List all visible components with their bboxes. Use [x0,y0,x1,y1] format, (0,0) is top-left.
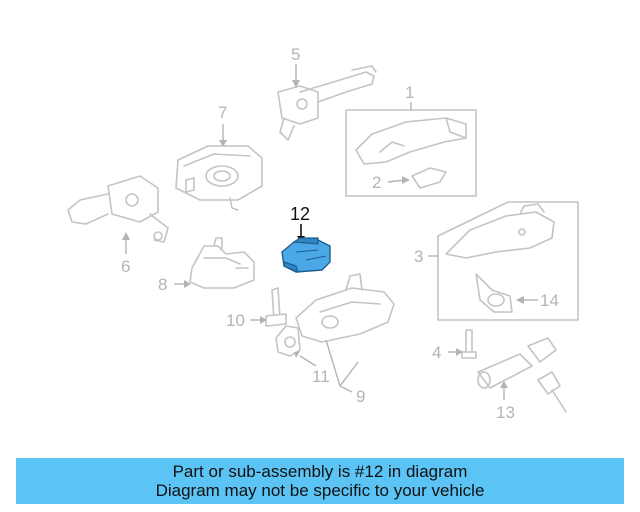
callout-2: 2 [372,173,381,192]
callout-13: 13 [496,403,515,422]
callout-6: 6 [121,257,130,276]
part-10-drawing [265,287,287,327]
part-6-drawing [67,175,169,243]
banner-line-1: Part or sub-assembly is #12 in diagram [172,462,468,481]
callout-10: 10 [226,311,245,330]
part-11-drawing [275,325,301,357]
part-14-drawing [475,273,513,313]
callout-8: 8 [158,275,167,294]
callout-7: 7 [218,103,227,122]
part-5-drawing [277,65,377,141]
part-3-box [437,201,579,321]
callout-4: 4 [432,343,441,362]
part-12-highlighted[interactable] [281,237,331,274]
callout-5: 5 [291,45,300,64]
parts-diagram: 5 7 6 1 2 3 [67,45,579,422]
banner-line-2: Diagram may not be specific to your vehi… [155,481,485,500]
part-9-drawing [295,273,395,343]
callout-12: 12 [290,204,310,224]
part-1-box [345,109,477,197]
part-2-drawing [411,167,447,189]
part-4-drawing [461,329,477,359]
part-8-drawing [189,237,255,289]
callout-3: 3 [414,247,423,266]
info-banner: Part or sub-assembly is #12 in diagram D… [16,458,624,504]
callout-11: 11 [312,367,330,386]
callout-14: 14 [540,291,559,310]
callout-1: 1 [405,83,414,102]
callout-9: 9 [356,387,365,406]
part-13-drawing [477,337,567,413]
part-7-drawing [175,145,263,211]
